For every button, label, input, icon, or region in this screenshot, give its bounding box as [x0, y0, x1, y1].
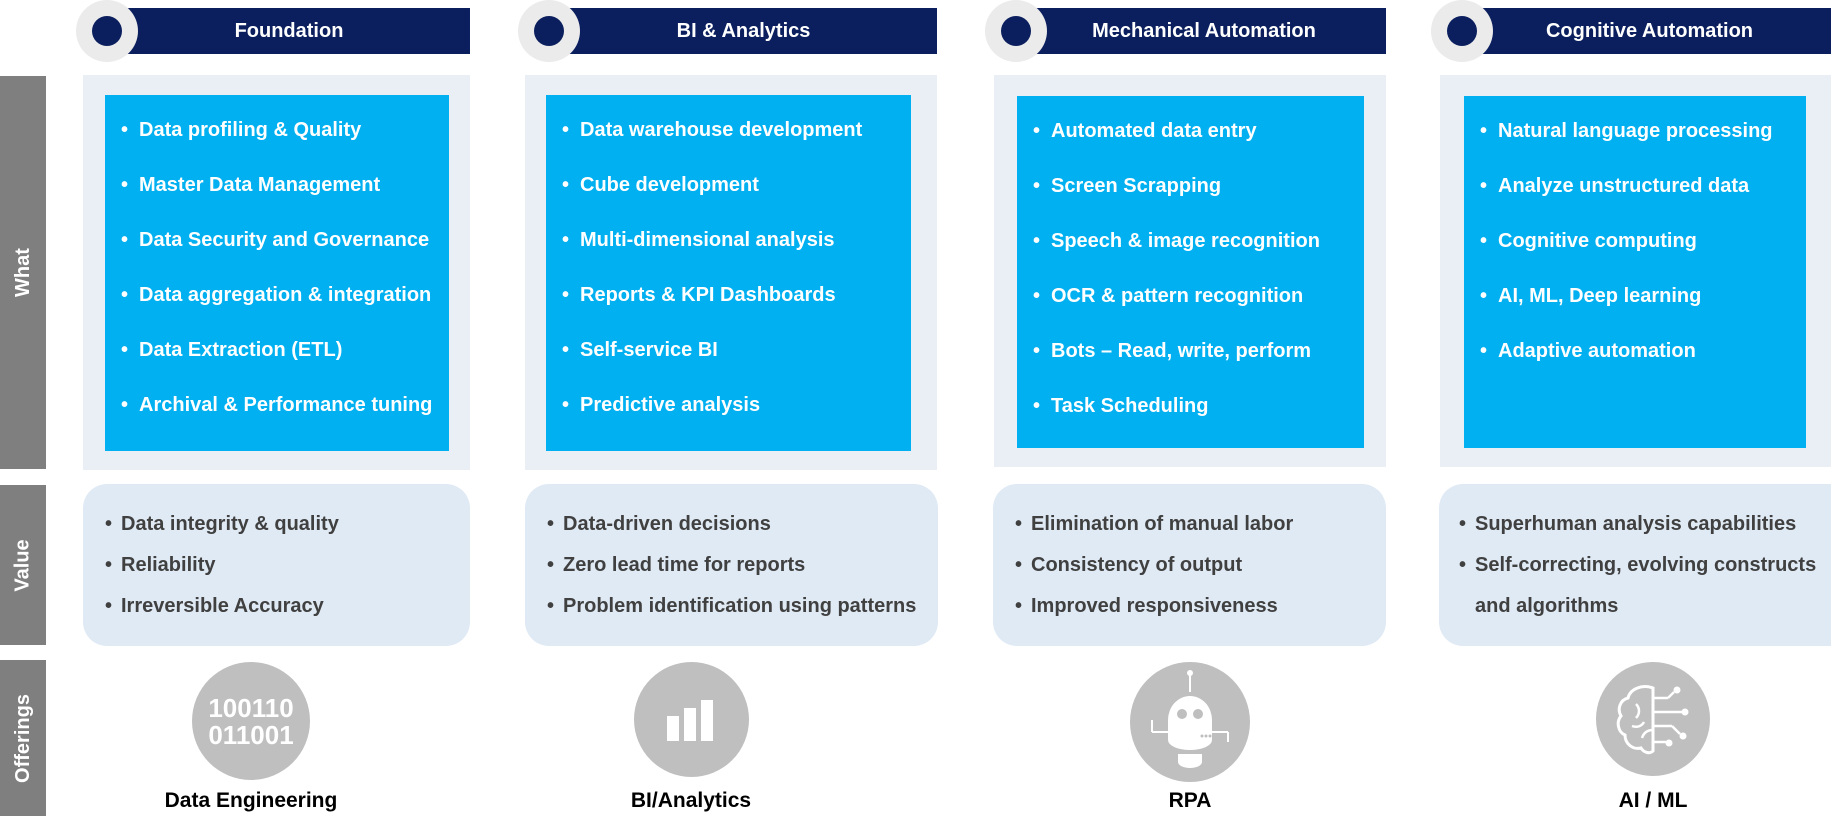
header-circle [76, 0, 138, 62]
value-list: Elimination of manual labor Consistency … [1015, 504, 1376, 627]
bar-chart-bar [667, 716, 679, 741]
what-list: Data profiling & Quality Master Data Man… [121, 111, 439, 441]
bar-chart-bar [684, 708, 696, 741]
row-label-what: What [0, 76, 46, 469]
what-list: Automated data entry Screen Scrapping Sp… [1033, 112, 1354, 442]
offering-label-data-engineering: Data Engineering [164, 789, 338, 812]
what-item: Self-service BI [562, 331, 901, 386]
what-item: Natural language processing [1480, 112, 1796, 167]
value-panel-foundation: Data integrity & quality Reliability Irr… [83, 484, 470, 646]
value-item: Improved responsiveness [1015, 586, 1376, 627]
what-item: Data Security and Governance [121, 221, 439, 276]
column-header-bi-analytics: BI & Analytics [550, 8, 937, 54]
bar-chart-icon [634, 662, 749, 777]
what-item: Master Data Management [121, 166, 439, 221]
what-panel-foundation: Data profiling & Quality Master Data Man… [83, 75, 470, 470]
row-label-what-text: What [11, 248, 34, 297]
value-panel-mechanical-automation: Elimination of manual labor Consistency … [993, 484, 1386, 646]
column-title: Cognitive Automation [1545, 19, 1754, 42]
what-item: Bots – Read, write, perform [1033, 332, 1354, 387]
circle-dot-icon [1001, 16, 1031, 46]
value-panel-cognitive-automation: Superhuman analysis capabilities Self-co… [1439, 484, 1831, 646]
offering-label-bi-analytics: BI/Analytics [630, 789, 752, 812]
column-title: Mechanical Automation [1092, 19, 1316, 42]
what-item: Data Extraction (ETL) [121, 331, 439, 386]
what-item: Speech & image recognition [1033, 222, 1354, 277]
what-panel-cognitive-automation: Natural language processing Analyze unst… [1440, 75, 1831, 467]
value-list: Superhuman analysis capabilities Self-co… [1459, 504, 1821, 627]
column-title: Foundation [234, 19, 344, 42]
row-label-offerings: Offerings [0, 660, 46, 816]
what-item: Task Scheduling [1033, 387, 1354, 442]
value-item: Elimination of manual labor [1015, 504, 1376, 545]
value-item: Self-correcting, evolving constructs and… [1459, 545, 1821, 627]
what-panel-mechanical-automation: Automated data entry Screen Scrapping Sp… [994, 75, 1386, 467]
binary-text-bottom: 011001 [208, 720, 293, 750]
robot-icon [1130, 662, 1250, 782]
column-header-mechanical-automation: Mechanical Automation [1022, 8, 1386, 54]
value-list: Data integrity & quality Reliability Irr… [105, 504, 460, 627]
what-item: Adaptive automation [1480, 332, 1796, 387]
what-box: Automated data entry Screen Scrapping Sp… [1017, 96, 1364, 448]
offering-label-ai-ml: AI / ML [1618, 789, 1688, 812]
row-label-value: Value [0, 485, 46, 645]
circle-dot-icon [92, 16, 122, 46]
value-item: Reliability [105, 545, 460, 586]
what-item: AI, ML, Deep learning [1480, 277, 1796, 332]
value-item: Superhuman analysis capabilities [1459, 504, 1821, 545]
what-item: Automated data entry [1033, 112, 1354, 167]
value-item: Data-driven decisions [547, 504, 928, 545]
header-circle [1431, 0, 1493, 62]
circle-dot-icon [1447, 16, 1477, 46]
value-item: Consistency of output [1015, 545, 1376, 586]
binary-text-top: 100110 [208, 693, 293, 723]
binary-data-icon: 100110 011001 [192, 662, 310, 780]
what-list: Data warehouse development Cube developm… [562, 111, 901, 441]
column-title: BI & Analytics [676, 19, 811, 42]
what-item: Data profiling & Quality [121, 111, 439, 166]
value-panel-bi-analytics: Data-driven decisions Zero lead time for… [525, 484, 938, 646]
what-box: Data warehouse development Cube developm… [546, 95, 911, 451]
what-item: Data warehouse development [562, 111, 901, 166]
what-box: Natural language processing Analyze unst… [1464, 96, 1806, 448]
what-box: Data profiling & Quality Master Data Man… [105, 95, 449, 451]
value-item: Irreversible Accuracy [105, 586, 460, 627]
header-circle [985, 0, 1047, 62]
brain-circuit-icon [1596, 662, 1710, 776]
what-item: OCR & pattern recognition [1033, 277, 1354, 332]
what-list: Natural language processing Analyze unst… [1480, 112, 1796, 387]
what-item: Archival & Performance tuning [121, 386, 439, 441]
value-item: Zero lead time for reports [547, 545, 928, 586]
column-header-cognitive-automation: Cognitive Automation [1468, 8, 1831, 54]
circle-dot-icon [534, 16, 564, 46]
what-item: Predictive analysis [562, 386, 901, 441]
what-item: Analyze unstructured data [1480, 167, 1796, 222]
what-panel-bi-analytics: Data warehouse development Cube developm… [525, 75, 937, 470]
what-item: Screen Scrapping [1033, 167, 1354, 222]
what-item: Cognitive computing [1480, 222, 1796, 277]
bar-chart-bar [701, 700, 713, 741]
header-circle [518, 0, 580, 62]
row-label-value-text: Value [11, 538, 34, 592]
row-label-offerings-text: Offerings [11, 693, 34, 783]
what-item: Multi-dimensional analysis [562, 221, 901, 276]
offering-label-rpa: RPA [1168, 789, 1212, 812]
value-item: Data integrity & quality [105, 504, 460, 545]
value-list: Data-driven decisions Zero lead time for… [547, 504, 928, 627]
what-item: Data aggregation & integration [121, 276, 439, 331]
what-item: Cube development [562, 166, 901, 221]
what-item: Reports & KPI Dashboards [562, 276, 901, 331]
value-item: Problem identification using patterns [547, 586, 928, 627]
column-header-foundation: Foundation [108, 8, 470, 54]
